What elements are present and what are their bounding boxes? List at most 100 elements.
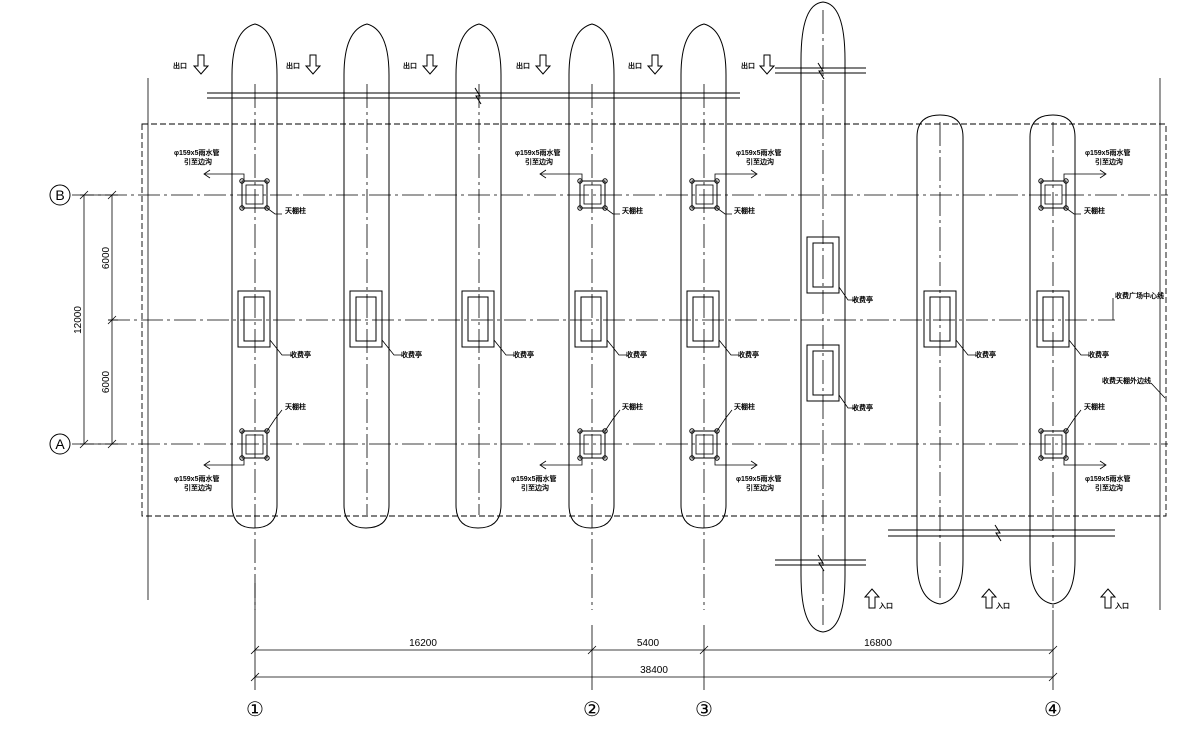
drain-arrow: [203, 458, 245, 470]
drain-pipe-label: φ159x5雨水管: [736, 148, 781, 157]
axis-label-A: A: [55, 436, 65, 452]
toll-booth: [237, 290, 271, 348]
entrance-arrow-icon: [980, 588, 998, 609]
drain-arrow: [714, 458, 758, 470]
toll-booth-label: 收费亭: [290, 350, 311, 359]
toll-booth: [686, 290, 720, 348]
canopy-column-label: 天棚柱: [622, 206, 643, 215]
toll-booth: [806, 344, 840, 402]
dim-lower-vertical: 6000: [101, 370, 112, 393]
drain-arrow: [539, 458, 583, 470]
canopy-column-B4: [1038, 178, 1081, 215]
canopy-column-label: 天棚柱: [285, 206, 306, 215]
drain-pipe-label: 引至边沟: [746, 483, 774, 492]
canopy-column-B1: [239, 178, 282, 215]
drain-arrow: [539, 169, 583, 181]
exit-label: 出口: [741, 61, 755, 70]
toll-booth: [349, 290, 383, 348]
drain-pipe-label: φ159x5雨水管: [1085, 474, 1130, 483]
axis-label-4: ④: [1044, 699, 1062, 721]
toll-booth: [923, 290, 957, 348]
canopy-column-B2: [577, 178, 620, 215]
dim-upper-vertical: 6000: [101, 246, 112, 269]
toll-booth: [461, 290, 495, 348]
break-mark: [474, 87, 482, 105]
entrance-arrow-icon: [863, 588, 881, 609]
island-7: [916, 114, 964, 605]
axis-label-3: ③: [695, 699, 713, 721]
canopy-column-A1: [239, 409, 283, 461]
drain-arrow: [203, 169, 245, 181]
dim-span-1-2: 16200: [409, 638, 437, 649]
dim-span-3-4: 16800: [864, 638, 892, 649]
canopy-column-label: 天棚柱: [622, 402, 643, 411]
drain-pipe-label: φ159x5雨水管: [174, 474, 219, 483]
break-mark: [994, 524, 1002, 542]
dim-total-vertical: 12000: [73, 306, 84, 334]
exit-arrow-icon: [304, 54, 322, 75]
exit-arrow-icon: [758, 54, 776, 75]
drain-arrow: [1063, 458, 1107, 470]
exit-label: 出口: [516, 61, 530, 70]
canopy-column-B3: [689, 178, 732, 215]
canopy-outline: [141, 123, 1167, 517]
drain-pipe-label: φ159x5雨水管: [174, 148, 219, 157]
toll-booth-label: 收费亭: [852, 295, 873, 304]
exit-arrow-icon: [421, 54, 439, 75]
entrance-arrow-icon: [1099, 588, 1117, 609]
island-2: [343, 23, 390, 529]
axis-bubble-A: [49, 433, 71, 455]
toll-booth: [806, 236, 840, 294]
toll-booth-label: 收费亭: [513, 350, 534, 359]
toll-booth-label: 收费亭: [401, 350, 422, 359]
exit-label: 出口: [286, 61, 300, 70]
drain-pipe-label: 引至边沟: [1095, 157, 1123, 166]
drain-pipe-label: 引至边沟: [184, 483, 212, 492]
exit-arrow-icon: [534, 54, 552, 75]
canopy-column-A2: [577, 409, 621, 461]
canopy-column-label: 天棚柱: [734, 206, 755, 215]
drain-pipe-label: 引至边沟: [525, 157, 553, 166]
exit-label: 出口: [628, 61, 642, 70]
canopy-column-label: 天棚柱: [1084, 402, 1105, 411]
drain-arrow: [1063, 169, 1107, 181]
exit-arrow-icon: [192, 54, 210, 75]
island-8: [1029, 114, 1076, 610]
exit-arrow-icon: [646, 54, 664, 75]
toll-booth-label: 收费亭: [1088, 350, 1109, 359]
toll-booth-label: 收费亭: [738, 350, 759, 359]
axis-label-2: ②: [583, 699, 601, 721]
plaza-centerline-label: 收费广场中心线: [1115, 291, 1164, 300]
drain-pipe-label: φ159x5雨水管: [515, 148, 560, 157]
axis-label-1: ①: [246, 699, 264, 721]
canopy-column-label: 天棚柱: [285, 402, 306, 411]
toll-booth-label: 收费亭: [975, 350, 996, 359]
entrance-label: 入口: [995, 602, 1010, 610]
entrance-label: 入口: [878, 602, 893, 610]
drain-pipe-label: φ159x5雨水管: [736, 474, 781, 483]
island-6-long: [775, 1, 866, 633]
axis-label-B: B: [55, 187, 64, 203]
canopy-column-A4: [1038, 409, 1082, 461]
drain-arrow: [714, 169, 758, 181]
entrance-label: 入口: [1114, 602, 1129, 610]
drain-pipe-label: 引至边沟: [184, 157, 212, 166]
island-3: [455, 23, 502, 529]
drain-pipe-label: 引至边沟: [1095, 483, 1123, 492]
toll-booth-label: 收费亭: [852, 403, 873, 412]
dim-span-2-3: 5400: [637, 638, 660, 649]
drain-pipe-label: φ159x5雨水管: [1085, 148, 1130, 157]
axis-bubble-B: [49, 184, 71, 206]
dim-total: 38400: [640, 665, 668, 676]
drain-pipe-label: 引至边沟: [521, 483, 549, 492]
exit-label: 出口: [173, 61, 187, 70]
canopy-column-label: 天棚柱: [734, 402, 755, 411]
canopy-edge-label: 收费天棚外边线: [1102, 376, 1151, 385]
toll-booth: [1036, 290, 1070, 348]
drain-pipe-label: 引至边沟: [746, 157, 774, 166]
canopy-column-label: 天棚柱: [1084, 206, 1105, 215]
drain-pipe-label: φ159x5雨水管: [511, 474, 556, 483]
exit-label: 出口: [403, 61, 417, 70]
